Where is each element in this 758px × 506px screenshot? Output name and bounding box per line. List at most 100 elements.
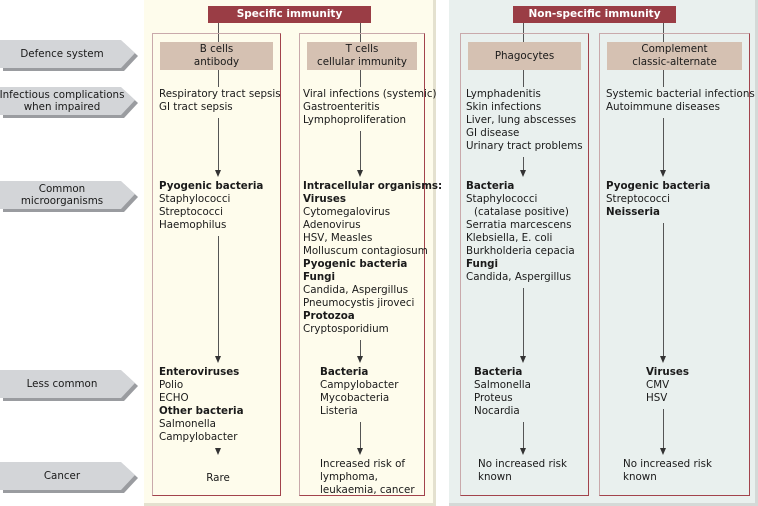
- list-item: Gastroenteritis: [303, 101, 380, 113]
- list-item: Rare: [206, 472, 230, 484]
- list-item: Polio: [159, 379, 184, 391]
- arrow-down-icon: [215, 356, 221, 363]
- list-item: Haemophilus: [159, 219, 227, 231]
- list-item: Pyogenic bacteria: [159, 180, 264, 192]
- row-label-text: Common microorganisms: [20, 183, 104, 207]
- connector-line: [523, 288, 524, 357]
- list-item: Cryptosporidium: [303, 323, 389, 335]
- connector-line: [663, 70, 664, 87]
- connector-line: [663, 409, 664, 449]
- list-item: Lymphoproliferation: [303, 114, 407, 126]
- connector-line: [360, 23, 361, 42]
- row-label: Common microorganisms: [0, 181, 138, 212]
- arrow-down-icon: [660, 170, 666, 177]
- connector-line: [360, 422, 361, 449]
- list-item: Neisseria: [606, 206, 660, 218]
- connector-line: [523, 157, 524, 171]
- arrow-shape-icon: [0, 462, 138, 493]
- specific-immunity-panel: [144, 0, 436, 506]
- connector-line: [360, 131, 361, 171]
- list-item: Bacteria: [474, 366, 523, 378]
- list-item: GI disease: [466, 127, 520, 139]
- arrow-shape-icon: [0, 370, 138, 401]
- list-item: Lymphadenitis: [466, 88, 541, 100]
- list-item: Burkholderia cepacia: [466, 245, 575, 257]
- list-item: Salmonella: [474, 379, 531, 391]
- arrow-down-icon: [520, 356, 526, 363]
- list-item: Salmonella: [159, 418, 216, 430]
- row-label-text: Less common: [26, 378, 98, 390]
- list-item: Klebsiella, E. coli: [466, 232, 553, 244]
- list-item: Streptococci: [159, 206, 223, 218]
- arrow-shape-icon: [0, 40, 138, 71]
- list-item: Pyogenic bacteria: [303, 258, 408, 270]
- arrow-down-icon: [357, 448, 363, 455]
- list-item: Skin infections: [466, 101, 542, 113]
- connector-line: [218, 23, 219, 42]
- list-item: Streptococci: [606, 193, 670, 205]
- list-item: Protozoa: [303, 310, 355, 322]
- list-item: Viruses: [303, 193, 346, 205]
- defence-system-subtitle: classic-alternate: [632, 56, 717, 68]
- list-item: No increased risk: [478, 458, 567, 470]
- list-item: Listeria: [320, 405, 358, 417]
- list-item: known: [623, 471, 657, 483]
- defence-system-title: B cells: [199, 43, 234, 55]
- list-item: Adenovirus: [303, 219, 361, 231]
- list-item: Bacteria: [320, 366, 369, 378]
- list-item: Enteroviruses: [159, 366, 240, 378]
- list-item: HSV: [646, 392, 668, 404]
- connector-line: [218, 236, 219, 357]
- list-item: Staphylococci: [466, 193, 538, 205]
- defence-column: [152, 33, 281, 496]
- connector-line: [218, 118, 219, 171]
- list-item: Liver, lung abscesses: [466, 114, 577, 126]
- arrow-down-icon: [357, 170, 363, 177]
- list-item: Campylobacter: [320, 379, 399, 391]
- defence-column: [460, 33, 589, 496]
- defence-system-title: T cells: [345, 43, 379, 55]
- list-item: Campylobacter: [159, 431, 238, 443]
- list-item: CMV: [646, 379, 670, 391]
- cancer-risk-text: Rare: [201, 472, 235, 485]
- arrow-shape-icon: [0, 87, 138, 118]
- arrow-down-icon: [215, 170, 221, 177]
- arrow-down-icon: [520, 448, 526, 455]
- specific-immunity-header: Specific immunity: [208, 6, 371, 23]
- connector-line: [663, 118, 664, 171]
- list-item: HSV, Measles: [303, 232, 373, 244]
- arrow-down-icon: [520, 170, 526, 177]
- list-item: Fungi: [303, 271, 336, 283]
- nonspecific-immunity-panel: [449, 0, 758, 506]
- list-item: known: [478, 471, 512, 483]
- list-item: Other bacteria: [159, 405, 244, 417]
- list-item: Candida, Aspergillus: [303, 284, 409, 296]
- list-item: Mycobacteria: [320, 392, 390, 404]
- list-item: Serratia marcescens: [466, 219, 572, 231]
- connector-line: [663, 23, 664, 42]
- defence-system-title: Phagocytes: [494, 49, 555, 62]
- connector-line: [663, 223, 664, 357]
- row-label: Less common: [0, 370, 138, 401]
- defence-column: [599, 33, 750, 496]
- arrow-down-icon: [660, 448, 666, 455]
- arrow-down-icon: [660, 356, 666, 363]
- list-item: (catalase positive): [474, 206, 569, 218]
- connector-line: [523, 422, 524, 449]
- row-label: Cancer: [0, 462, 138, 493]
- list-item: ECHO: [159, 392, 189, 404]
- connector-line: [360, 70, 361, 87]
